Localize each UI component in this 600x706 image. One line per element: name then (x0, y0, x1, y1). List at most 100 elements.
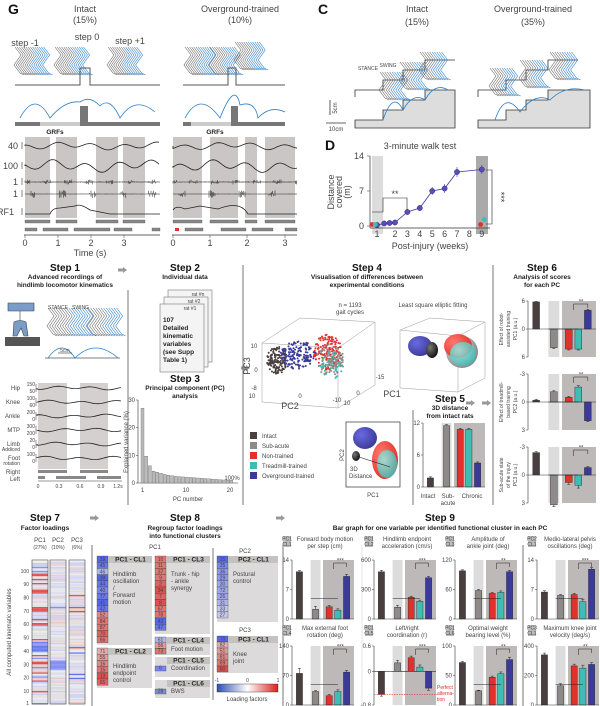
time-tick-label: 1.2s (113, 484, 123, 490)
joint-tick: 100 (27, 396, 36, 402)
loading-cell (50, 631, 66, 632)
cluster-description: endpoint (113, 671, 136, 677)
loading-cell (50, 580, 66, 581)
loading-cell (50, 615, 66, 616)
loading-cell (32, 640, 48, 641)
scatter-point (272, 363, 274, 365)
scatter-point (269, 368, 271, 370)
loading-cell (32, 696, 48, 697)
scatter-point (280, 352, 282, 354)
chart-title: Amplitude of (471, 537, 505, 543)
loading-cell (32, 590, 48, 591)
loading-cell (50, 652, 66, 653)
bar (394, 607, 400, 619)
loading-cell (50, 616, 66, 617)
variable-number: 6 (159, 666, 162, 672)
loading-cell (32, 692, 48, 693)
loading-cell (69, 598, 85, 599)
scatter-point (334, 346, 336, 348)
stick-figure-step1 (47, 308, 96, 336)
trace-scale-label: RF1 (0, 207, 14, 217)
y-axis-label: PC2 (a.u.) (513, 390, 519, 413)
cluster-description: Postural (233, 572, 255, 578)
chart-title: coordination (r) (387, 633, 427, 639)
bar (296, 673, 302, 705)
left-footfall-bar (152, 228, 160, 231)
scatter-point (305, 347, 307, 349)
scatter-point (320, 339, 322, 341)
loading-cell (32, 592, 48, 593)
loading-cell (32, 635, 48, 636)
loading-cell (69, 658, 85, 659)
loading-cell (50, 590, 66, 591)
scatter-point (266, 355, 268, 357)
loading-cell (32, 584, 48, 585)
loading-cell (50, 638, 66, 639)
loading-cell (50, 602, 66, 603)
flow-arrow-icon (118, 267, 127, 273)
bar (506, 572, 512, 619)
scatter-point (310, 356, 312, 358)
scatter-point (312, 357, 314, 359)
legend-label: Non-trained (262, 454, 293, 460)
stick-line (258, 42, 268, 70)
loading-cell (50, 655, 66, 656)
time-tick-label: 0 (170, 238, 175, 248)
point-overground (392, 220, 397, 225)
loading-cell (32, 623, 48, 624)
scatter-point (295, 342, 297, 344)
y-tick-label: 300 (361, 588, 372, 594)
variance-bar (171, 476, 174, 483)
loading-cell (69, 586, 85, 587)
y-tick-label: 7 (286, 588, 290, 594)
overground-pct: (35%) (521, 17, 545, 27)
scatter-point (270, 349, 272, 351)
card-text: Detailed (163, 325, 188, 332)
right-footfall-bar (56, 220, 77, 223)
loading-cell (50, 674, 66, 675)
cluster-description: oscillation (113, 579, 139, 585)
pc3-tick: 10 (251, 344, 258, 350)
chart-title: Max external foot (302, 626, 348, 632)
y-tick-label: 100 (21, 569, 30, 575)
joint-sublabel: Addiced (2, 447, 20, 453)
cluster-pc2-cl1: 25353629307226313327PC2 - CL1Posturalcon… (217, 556, 278, 622)
scatter-point (288, 356, 290, 358)
variance-bar (141, 408, 144, 483)
loading-cell (32, 660, 48, 661)
loading-cell (50, 578, 66, 579)
bar (580, 602, 586, 619)
bar (575, 387, 582, 402)
loading-cell (50, 696, 66, 697)
loading-cell (32, 700, 48, 701)
loading-cell (50, 620, 66, 621)
scatter-point (335, 377, 337, 379)
scatter-point (287, 365, 289, 367)
scatter-point (323, 346, 325, 348)
chart-title: bearing level (%) (465, 633, 510, 639)
loading-cell (50, 692, 66, 693)
loading-cell (50, 682, 66, 683)
variance-bar (160, 473, 163, 483)
x-tick-label: 9 (479, 229, 484, 239)
scatter-point (292, 350, 294, 352)
loading-cell (50, 640, 66, 641)
loading-cell (32, 587, 48, 588)
loading-cell (69, 603, 85, 604)
loading-cell (50, 643, 66, 644)
intact-pct: (15%) (73, 15, 97, 25)
ground-bar (88, 122, 160, 126)
loading-cell (50, 660, 66, 661)
variable-number: 29 (220, 576, 226, 582)
loading-cell (69, 572, 85, 573)
scatter-point (277, 370, 279, 372)
loading-cell (50, 698, 66, 699)
loading-cell (69, 684, 85, 685)
loading-cell (69, 628, 85, 629)
variable-number: 28 (158, 689, 164, 695)
scatter-point (324, 370, 326, 372)
loading-cell (32, 570, 48, 571)
loading-cell (32, 658, 48, 659)
scatter-point (325, 366, 327, 368)
bar (557, 595, 563, 619)
